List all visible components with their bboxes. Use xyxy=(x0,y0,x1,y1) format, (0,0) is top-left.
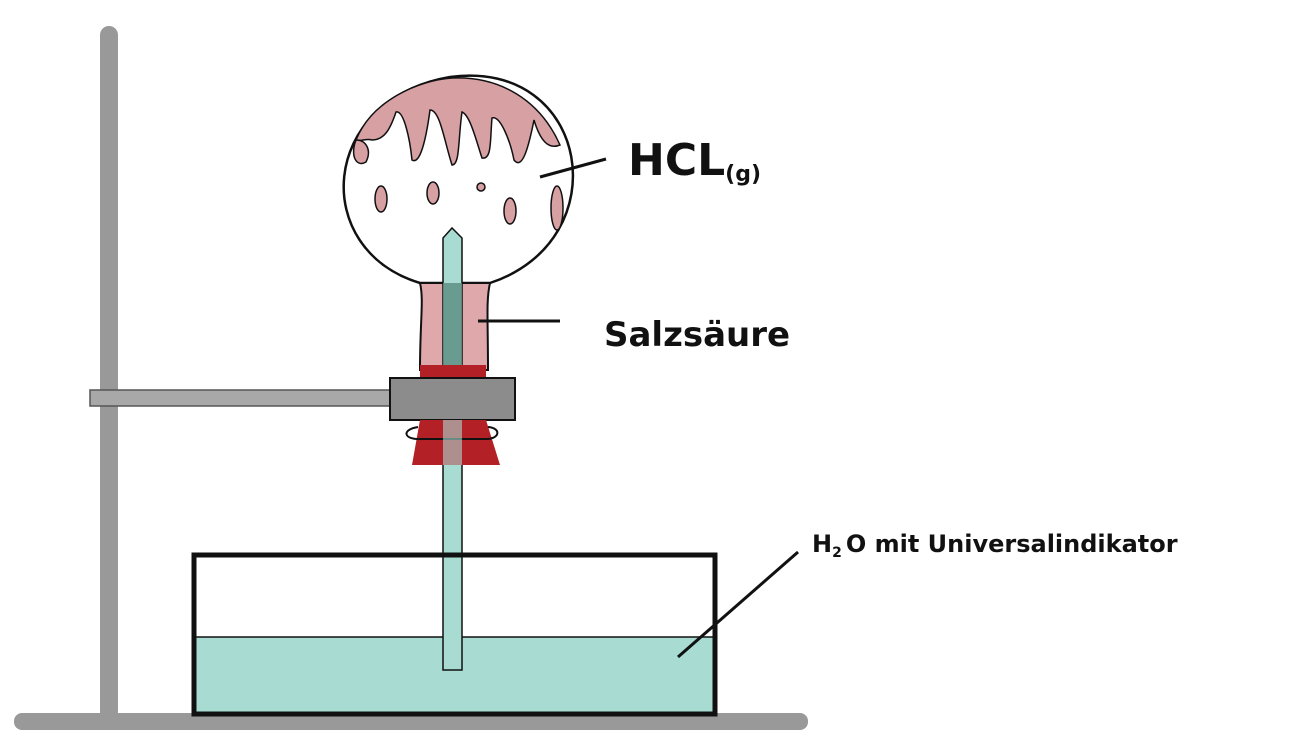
stopper-top xyxy=(420,365,486,380)
gas-pointer-line xyxy=(539,157,607,179)
acid-label: Salzsäure xyxy=(604,315,790,355)
glass-tube-lower xyxy=(442,461,463,671)
clamp-block xyxy=(389,377,516,421)
glass-tube-in-neck xyxy=(443,283,462,369)
clamp-arm xyxy=(89,389,393,407)
stand-rod xyxy=(100,26,118,721)
trough xyxy=(191,552,718,717)
gas-fill xyxy=(352,77,564,231)
glass-tube-through-stopper xyxy=(443,420,462,465)
water-pointer-line xyxy=(677,550,799,659)
gas-label: HCL(g) xyxy=(628,135,761,187)
stand-base xyxy=(14,713,808,730)
